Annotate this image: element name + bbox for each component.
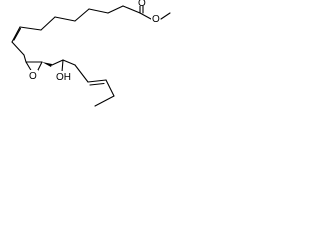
- hydroxyl-label: OH: [56, 72, 71, 83]
- hydroxy-alkenyl-side-chain: [51, 59, 115, 107]
- carbonyl-oxygen-label: O: [138, 0, 146, 9]
- stereo-wedge-bond: [42, 62, 52, 67]
- chain-to-epoxide: [11, 41, 27, 63]
- ester-oxygen-label: O: [152, 14, 160, 25]
- atom-labels: O O O OH: [29, 0, 160, 83]
- alkyl-chain-bonds: [11, 5, 141, 43]
- chemical-structure: O O O OH: [11, 0, 171, 107]
- epoxide-oxygen-label: O: [29, 71, 37, 82]
